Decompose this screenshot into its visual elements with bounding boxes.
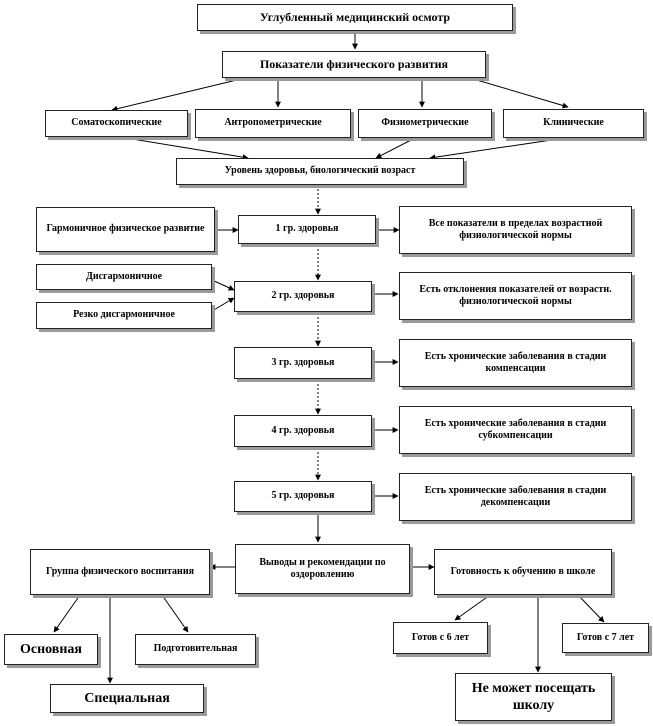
node-health-group-1: 1 гр. здоровья — [238, 215, 376, 244]
node-desc-group-3: Есть хронические заболевания в стадии ко… — [399, 339, 632, 387]
node-health-group-3: 3 гр. здоровья — [234, 347, 372, 379]
arrow-indicators-somato — [111, 77, 246, 112]
node-somatoscopic: Соматоскопические — [45, 110, 188, 137]
node-not-ready: Не может посещать школу — [455, 673, 612, 721]
arrow-pe-prep — [161, 594, 189, 633]
arrow-somato-level — [119, 136, 249, 161]
node-health-group-4: 4 гр. здоровья — [234, 415, 372, 447]
node-disharmonic: Дисгармоничное — [36, 264, 212, 290]
node-desc-group-1: Все показатели в пределах возрастной физ… — [399, 206, 632, 254]
node-physical-indicators: Показатели физического развития — [222, 51, 486, 78]
arrow-physio-level — [375, 137, 416, 159]
node-desc-group-5: Есть хронические заболевания в стадии де… — [399, 473, 632, 521]
arrow-school-ready6 — [454, 594, 491, 621]
arrow-indicators-clinical — [469, 77, 569, 109]
node-ready-7: Готов с 7 лет — [562, 623, 649, 653]
node-physiometric: Физиометрические — [358, 109, 492, 138]
node-health-group-2: 2 гр. здоровья — [234, 281, 372, 312]
node-school-readiness: Готовность к обучению в школе — [434, 549, 612, 595]
node-special-group: Специальная — [50, 684, 204, 713]
arrow-pe-main — [53, 594, 81, 633]
arrow-school-ready7 — [577, 594, 605, 623]
node-ready-6: Готов с 6 лет — [393, 622, 488, 654]
node-health-level: Уровень здоровья, биологический возраст — [176, 158, 464, 185]
node-pe-group: Группа физического воспитания — [30, 549, 210, 595]
node-medical-exam: Углубленный медицинский осмотр — [197, 4, 513, 31]
node-clinical: Клинические — [503, 109, 644, 138]
node-desc-group-4: Есть хронические заболевания в стадии су… — [399, 406, 632, 454]
arrow-clinical-level — [429, 137, 566, 161]
node-anthropometric: Антропометрические — [195, 109, 351, 138]
node-health-group-5: 5 гр. здоровья — [234, 481, 372, 512]
node-conclusions: Выводы и рекомендации по оздоровлению — [235, 544, 410, 594]
node-desc-group-2: Есть отклонения показателей от возрастн.… — [399, 272, 632, 320]
arrow-disharm-g2 — [211, 279, 235, 291]
node-sharply-disharmonic: Резко дисгармоничное — [36, 302, 212, 329]
node-harmonic-development: Гармоничное физическое развитие — [36, 207, 215, 252]
node-main-group: Основная — [4, 634, 98, 665]
arrow-sharp-g2 — [211, 297, 235, 312]
node-prep-group: Подготовительная — [135, 634, 256, 665]
